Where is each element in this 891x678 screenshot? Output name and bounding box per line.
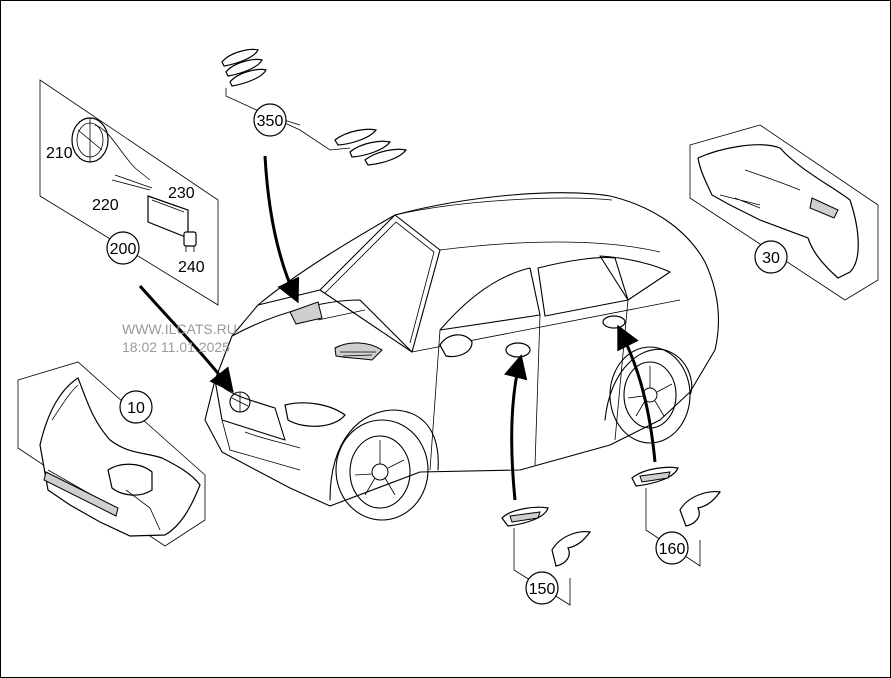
callout-30-label: 30	[762, 250, 780, 267]
callout-30: 30	[754, 240, 788, 274]
arrow-200	[138, 285, 234, 393]
rear-bumper-group-30	[689, 124, 879, 301]
handle-cover-group-160	[631, 466, 722, 567]
callout-200: 200	[106, 231, 140, 265]
callout-10-label: 10	[127, 400, 145, 417]
arrow-150	[503, 354, 528, 501]
arrow-350	[263, 155, 300, 304]
front-bumper-group-10	[17, 361, 206, 547]
callout-150-label: 150	[529, 581, 556, 598]
callout-10: 10	[119, 390, 153, 424]
distronic-group-200	[39, 79, 219, 306]
label-230: 230	[168, 185, 195, 202]
callout-350: 350	[253, 103, 287, 137]
arrow-160	[617, 324, 657, 463]
watermark-site: WWW.ILCATS.RU	[122, 321, 237, 337]
callout-200-label: 200	[110, 241, 137, 258]
label-210: 210	[46, 145, 73, 162]
watermark-timestamp: 18:02 11.01.2025	[122, 339, 230, 355]
label-240: 240	[178, 259, 205, 276]
callout-160-label: 160	[659, 541, 686, 558]
callout-150: 150	[525, 571, 559, 605]
callout-160: 160	[655, 531, 689, 565]
vent-inserts-350	[221, 48, 408, 166]
pointer-arrows	[138, 155, 657, 501]
label-220: 220	[92, 197, 119, 214]
car-body	[204, 192, 719, 521]
callout-350-label: 350	[257, 113, 284, 130]
